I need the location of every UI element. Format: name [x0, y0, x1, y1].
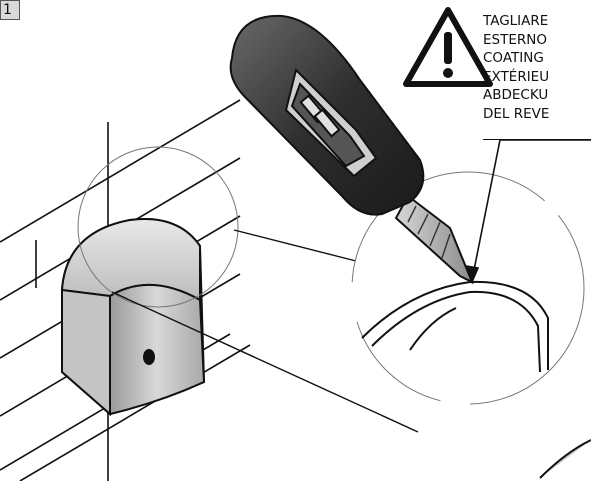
warning-underline — [483, 139, 591, 140]
step-number-badge: 1 — [0, 0, 20, 20]
warning-line-en: COATING — [483, 50, 544, 66]
detail-connector — [111, 229, 419, 433]
warning-triangle-icon — [403, 7, 493, 87]
warning-line-it-2: ESTERNO — [483, 31, 547, 48]
detail-circle-small — [77, 146, 239, 308]
warning-line-es: DEL REVE — [483, 105, 550, 122]
cut-arrow — [464, 139, 591, 285]
step-number: 1 — [3, 2, 12, 18]
cutter-knife-icon — [229, 14, 474, 285]
warning-line-fr: EXTÉRIEU — [483, 68, 550, 85]
partial-object — [539, 439, 591, 479]
warning-line-de: ABDECKU — [483, 87, 549, 103]
warning-line-it: TAGLIARE — [483, 13, 549, 29]
warning-text: TAGLIARE ESTERNO COATING EXTÉRIEU ABDECK… — [483, 12, 591, 123]
device-housing — [60, 218, 206, 417]
